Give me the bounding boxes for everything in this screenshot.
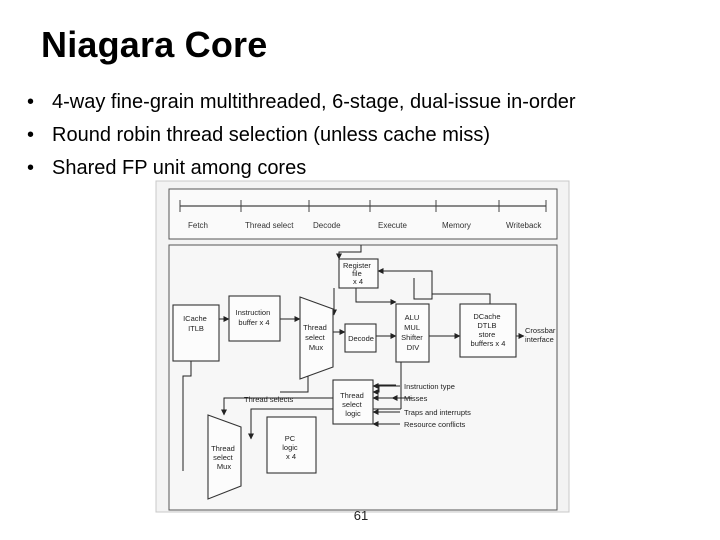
thread-mux-label-3: Mux <box>309 343 323 352</box>
alu-block <box>395 303 430 363</box>
pc-logic-block <box>266 416 317 474</box>
stage-ticks <box>179 200 547 212</box>
stage-fetch: Fetch <box>188 221 208 230</box>
stage-thread-select: Thread select <box>245 221 294 230</box>
stage-bar <box>168 188 558 240</box>
page-number: 61 <box>354 508 368 523</box>
bullet-dot: • <box>27 91 35 113</box>
stage-writeback: Writeback <box>506 221 542 230</box>
pc-logic-label-1: PC <box>285 434 296 443</box>
itlb-label: ITLB <box>188 324 204 333</box>
decode-label: Decode <box>348 334 374 343</box>
bullet-item: • Round robin thread selection (unless ca… <box>27 119 576 152</box>
bottom-thread-select-mux <box>207 414 242 500</box>
svg-text:Thread select Mux: Thread select Mux <box>303 323 329 352</box>
bullet-text: 4-way fine-grain multithreaded, 6-stage,… <box>52 91 576 113</box>
icache-itlb-block <box>172 304 220 362</box>
dcache-block <box>459 303 517 358</box>
bullet-dot: • <box>27 157 35 179</box>
register-file-block <box>338 258 379 289</box>
instruction-buffer-label-1: Instruction <box>236 308 271 317</box>
register-file-label-3: x 4 <box>353 277 363 286</box>
alu-label-2: MUL <box>404 323 420 332</box>
dcache-label-4: buffers x 4 <box>471 339 506 348</box>
dcache-label-3: store <box>479 330 496 339</box>
svg-text:Thread select logic: Thread select logic <box>340 391 366 418</box>
control-input-lines <box>372 383 400 427</box>
thread-mux-label-2: select <box>305 333 326 342</box>
input-traps-interrupts: Traps and interrupts <box>404 408 471 417</box>
thread-logic-label-3: logic <box>345 409 361 418</box>
bottom-mux-label-2: select <box>213 453 234 462</box>
register-file-label-2: file <box>352 269 362 278</box>
input-resource-conflicts: Resource conflicts <box>404 420 466 429</box>
input-instruction-type: Instruction type <box>404 382 455 391</box>
stage-execute: Execute <box>378 221 407 230</box>
thread-mux-label-1: Thread <box>303 323 327 332</box>
slide-title: Niagara Core <box>41 24 268 65</box>
dcache-label-1: DCache <box>473 312 500 321</box>
icache-label: ICache <box>183 314 207 323</box>
dcache-label-2: DTLB <box>477 321 496 330</box>
bullet-text: Round robin thread selection (unless cac… <box>52 124 490 146</box>
svg-text:Register file x 4: Register file x 4 <box>343 261 373 286</box>
input-misses: Misses <box>404 394 428 403</box>
instruction-buffer-block <box>228 295 281 342</box>
bullet-text: Shared FP unit among cores <box>52 157 307 179</box>
crossbar-label-1: Crossbar <box>525 326 556 335</box>
svg-text:Thread select Mux: Thread select Mux <box>211 444 237 471</box>
bottom-mux-label-3: Mux <box>217 462 231 471</box>
bullet-item: • Shared FP unit among cores <box>27 152 576 185</box>
alu-label-4: DIV <box>407 343 420 352</box>
register-file-label-1: Register <box>343 261 371 270</box>
svg-text:Instruction buffer x 4: Instruction buffer x 4 <box>236 308 273 327</box>
decode-block <box>344 323 377 353</box>
bullet-dot: • <box>27 124 35 146</box>
thread-logic-label-2: select <box>342 400 363 409</box>
thread-selects-label: Thread selects <box>244 395 293 404</box>
stage-memory: Memory <box>442 221 471 230</box>
bullet-item: • 4-way fine-grain multithreaded, 6-stage… <box>27 86 576 119</box>
stage-decode: Decode <box>313 221 341 230</box>
crossbar-label-2: interface <box>525 335 554 344</box>
bullet-list: • 4-way fine-grain multithreaded, 6-stage… <box>27 86 576 185</box>
svg-text:PC logic x 4: PC logic x 4 <box>282 434 300 461</box>
thread-select-mux <box>299 296 334 380</box>
svg-text:DCache DTLB store: DCache DTLB store buffers x 4 <box>471 312 506 348</box>
svg-text:ALU MUL Shifter DI: ALU MUL Shifter DIV <box>401 313 425 352</box>
bottom-mux-label-1: Thread <box>211 444 235 453</box>
svg-text:Crossbar interface: Crossbar interface <box>525 326 558 344</box>
instruction-buffer-label-2: buffer x 4 <box>238 318 269 327</box>
thread-logic-label-1: Thread <box>340 391 364 400</box>
alu-label-1: ALU <box>405 313 420 322</box>
pc-logic-label-2: logic <box>282 443 298 452</box>
thread-select-logic-block <box>332 379 374 425</box>
svg-text:ICache ITLB: ICache ITLB <box>183 314 209 333</box>
niagara-pipeline-diagram: Fetch Thread select Decode Execute Memor… <box>155 180 570 523</box>
alu-label-3: Shifter <box>401 333 423 342</box>
pc-logic-label-3: x 4 <box>286 452 296 461</box>
